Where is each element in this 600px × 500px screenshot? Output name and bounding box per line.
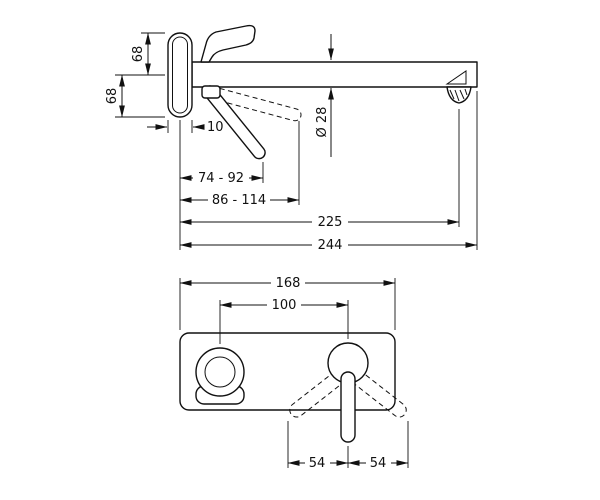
spout-flange-inner [204,356,236,388]
escutcheon-plate-inner [172,36,188,114]
handle-lever-dashed [203,85,302,122]
dim-68-lower-label: 68 [105,88,120,105]
escutcheon-plate-side [167,32,193,118]
spout-tip-detail [445,70,467,85]
dim-54-left-label: 54 [309,456,326,471]
side-view: 68 68 10 Ø 28 74 - 92 86 - 114 225 244 [105,24,478,253]
handle-lever-up [200,24,256,63]
handle-lever-front [340,371,356,443]
spout-flange-outer [195,347,245,397]
front-view: 168 100 54 54 [179,276,409,471]
dim-74-92-label: 74 - 92 [198,171,244,186]
dim-86-114-label: 86 - 114 [212,193,266,208]
dim-10-label: 10 [207,120,224,135]
dim-168-label: 168 [276,276,301,291]
dim-225-label: 225 [318,215,343,230]
aerator [446,86,472,104]
spout-body [191,61,478,88]
dim-100-label: 100 [272,298,297,313]
dim-diameter-label: Ø 28 [315,107,330,138]
handle-base [201,85,221,99]
dim-244-label: 244 [318,238,343,253]
aerator-hatch [449,88,468,102]
dim-68-upper-label: 68 [131,46,146,63]
dim-54-right-label: 54 [370,456,387,471]
